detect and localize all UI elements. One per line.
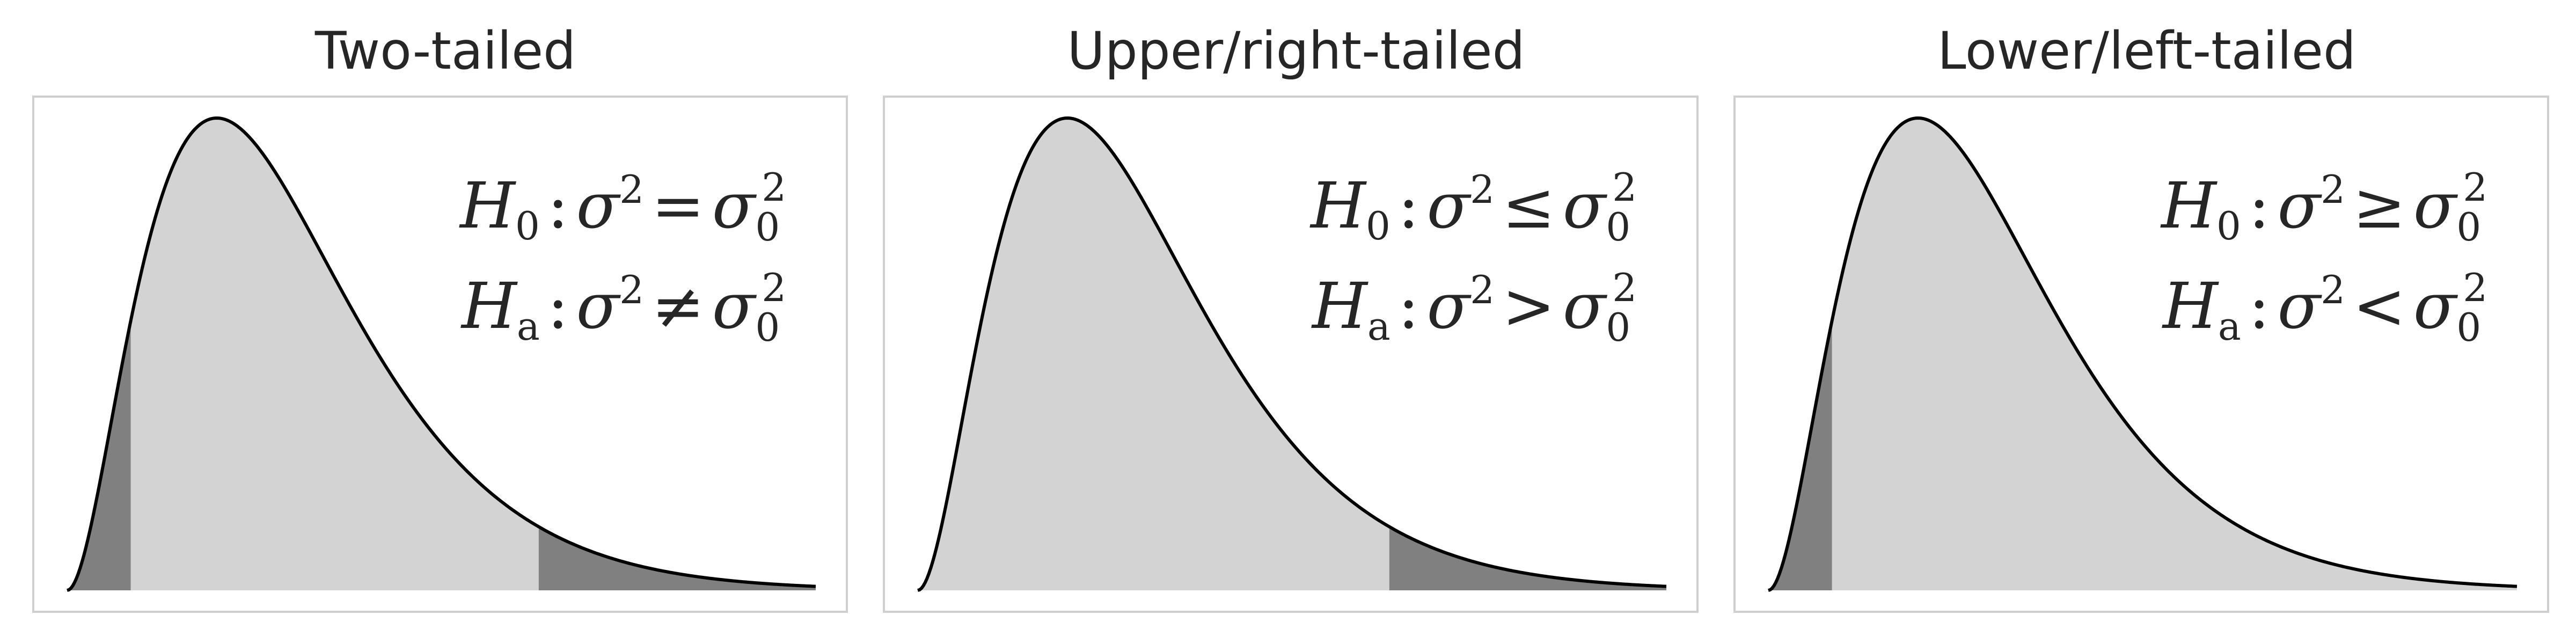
hyp-h-subscript: 0: [515, 203, 540, 248]
hyp-operator: <: [2352, 269, 2406, 343]
chart-title: Two-tailed: [314, 21, 576, 81]
hyp-sigma0: σ: [1562, 169, 1606, 243]
hyp-colon: :: [547, 169, 569, 243]
hyp-sigma0-superscript: 2: [2463, 165, 2487, 210]
chart-panel-two-tailed: Two-tailed H0:σ2=σ02 Ha:σ2≠σ02: [32, 0, 859, 644]
hyp-colon: :: [1397, 269, 1419, 343]
acceptance-region: [67, 118, 816, 590]
hyp-operator: ≤: [1502, 169, 1555, 243]
hyp-h: H: [2161, 169, 2216, 243]
null-hypothesis: H0:σ2=σ02: [460, 165, 786, 250]
plot-frame: [883, 96, 1699, 613]
hyp-sigma-superscript: 2: [2321, 267, 2345, 312]
hyp-h: H: [1312, 269, 1367, 343]
hyp-h-subscript: 0: [2216, 203, 2241, 248]
chart-title: Upper/right-tailed: [1067, 21, 1525, 81]
hyp-sigma0-subscript: 0: [755, 204, 780, 250]
null-hypothesis: H0:σ2≤σ02: [1311, 165, 1637, 250]
hyp-colon: :: [1397, 169, 1419, 243]
hyp-sigma0: σ: [712, 169, 756, 243]
density-plot: [917, 116, 1667, 592]
alternative-hypothesis: Ha:σ2≠σ02: [461, 265, 786, 350]
lower-rejection-region: [1768, 321, 1832, 590]
hyp-sigma0-subscript: 0: [1606, 204, 1631, 250]
hyp-operator: =: [651, 169, 705, 243]
acceptance-region: [918, 118, 1666, 590]
plot-frame: [32, 96, 848, 613]
hyp-sigma0: σ: [1562, 269, 1606, 343]
hyp-sigma: σ: [2277, 269, 2321, 343]
hyp-operator: >: [1502, 269, 1555, 343]
upper-rejection-region: [1389, 526, 1666, 590]
hyp-sigma: σ: [2277, 169, 2321, 243]
hyp-h: H: [460, 169, 515, 243]
chart-panel-lower-tailed: Lower/left-tailed H0:σ2≥σ02 Ha:σ2<σ02: [1733, 0, 2560, 644]
hyp-sigma: σ: [576, 269, 620, 343]
hyp-operator: ≠: [651, 269, 705, 343]
upper-rejection-region: [538, 526, 816, 590]
hyp-h-subscript: 0: [1365, 203, 1391, 248]
alternative-hypothesis: Ha:σ2<σ02: [2162, 265, 2487, 350]
null-hypothesis: H0:σ2≥σ02: [2161, 165, 2487, 250]
density-curve: [917, 116, 1667, 592]
density-plot: [1768, 116, 2518, 592]
alternative-hypothesis: Ha:σ2>σ02: [1312, 265, 1637, 350]
density-curve: [1768, 116, 2518, 592]
hyp-sigma-superscript: 2: [1470, 167, 1495, 212]
hyp-sigma: σ: [1426, 269, 1470, 343]
hyp-sigma0-subscript: 0: [1606, 305, 1631, 350]
hyp-operator: ≥: [2352, 169, 2406, 243]
hyp-sigma0-superscript: 2: [762, 265, 786, 310]
hyp-h: H: [1311, 169, 1366, 243]
hyp-sigma0: σ: [712, 269, 756, 343]
hyp-sigma0-subscript: 0: [2456, 204, 2482, 250]
density-curve: [67, 116, 816, 592]
chart-title: Lower/left-tailed: [1937, 21, 2356, 81]
hyp-sigma: σ: [576, 169, 620, 243]
hyp-sigma0-superscript: 2: [1612, 265, 1637, 310]
hyp-colon: :: [2248, 169, 2270, 243]
density-plot: [67, 116, 816, 592]
acceptance-region: [1768, 118, 2517, 590]
hyp-h: H: [461, 269, 517, 343]
hyp-colon: :: [2248, 269, 2270, 343]
hyp-sigma0-subscript: 0: [2456, 305, 2482, 350]
hyp-sigma0-subscript: 0: [755, 305, 780, 350]
hyp-sigma-superscript: 2: [619, 267, 644, 312]
hyp-sigma-superscript: 2: [1470, 267, 1495, 312]
hyp-sigma0-superscript: 2: [1612, 165, 1637, 210]
hyp-sigma: σ: [1426, 169, 1470, 243]
hyp-h-subscript: a: [1367, 304, 1391, 349]
hyp-sigma-superscript: 2: [2321, 167, 2345, 212]
hyp-h-subscript: a: [516, 304, 540, 349]
plot-frame: [1733, 96, 2549, 613]
hyp-sigma0-superscript: 2: [2463, 265, 2487, 310]
hyp-h-subscript: a: [2218, 304, 2241, 349]
hyp-sigma-superscript: 2: [619, 167, 644, 212]
chart-panel-upper-tailed: Upper/right-tailed H0:σ2≤σ02 Ha:σ2>σ02: [883, 0, 1709, 644]
hyp-sigma0: σ: [2413, 169, 2457, 243]
hyp-colon: :: [547, 269, 569, 343]
hyp-h: H: [2162, 269, 2218, 343]
lower-rejection-region: [67, 321, 131, 590]
hyp-sigma0: σ: [2413, 269, 2457, 343]
hyp-sigma0-superscript: 2: [762, 165, 786, 210]
